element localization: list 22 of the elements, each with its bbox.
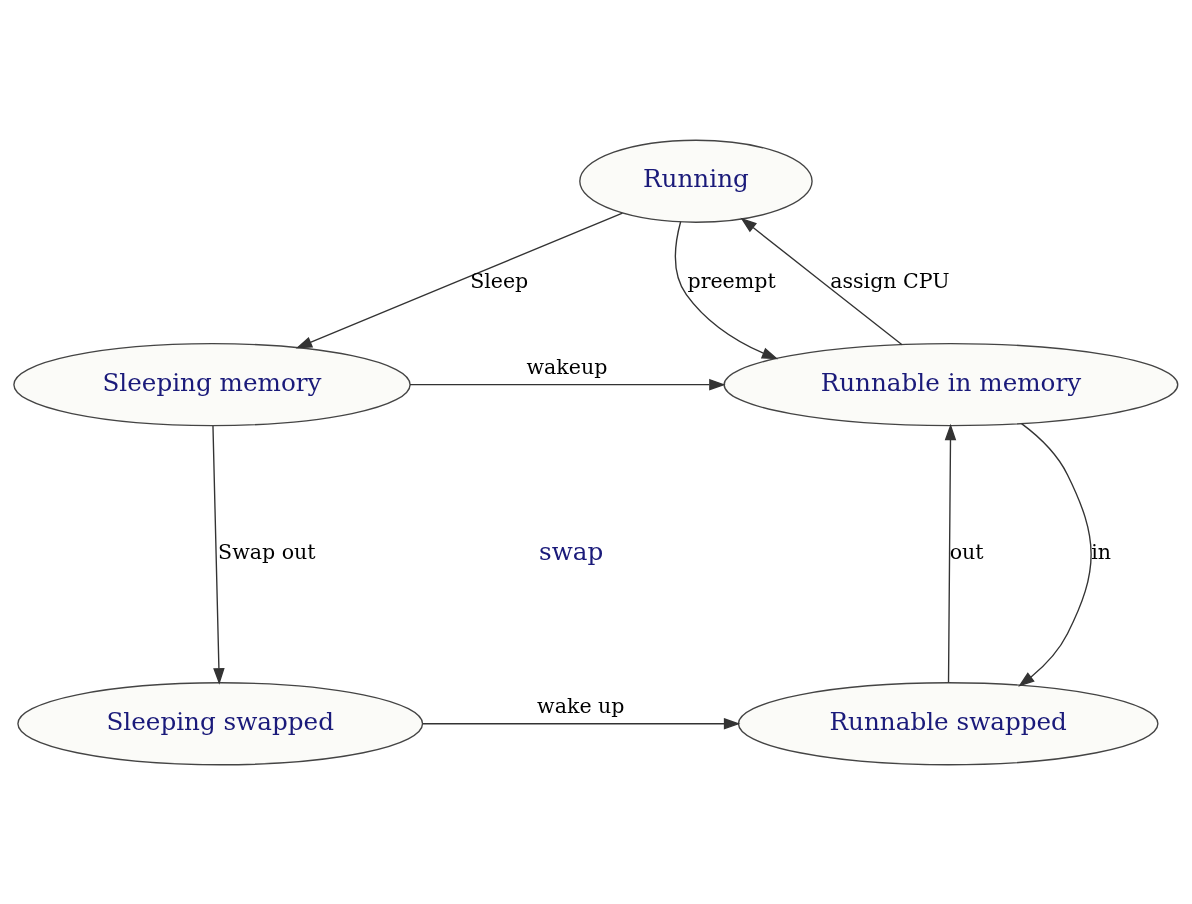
edge-label: out bbox=[949, 539, 984, 564]
edge-label: wake up bbox=[537, 693, 625, 718]
edge-label: preempt bbox=[687, 268, 776, 293]
label: swap bbox=[539, 536, 604, 566]
node-ellipse: Sleeping swapped bbox=[17, 681, 424, 765]
node-ellipse: Runnable in memory bbox=[723, 342, 1179, 426]
arrow bbox=[674, 220, 779, 359]
arrow bbox=[295, 211, 624, 349]
arrow bbox=[944, 423, 957, 683]
edge-label: Sleep bbox=[470, 268, 529, 293]
node-ellipse: Runnable swapped bbox=[737, 681, 1159, 765]
edge-label: Swap out bbox=[218, 539, 316, 564]
node-ellipse: Running bbox=[579, 139, 813, 223]
arrow bbox=[409, 378, 726, 390]
arrow bbox=[1018, 422, 1092, 687]
node-ellipse: Sleeping memory bbox=[13, 342, 411, 426]
arrow bbox=[740, 217, 903, 345]
arrow bbox=[212, 424, 225, 685]
edge-label: assign CPU bbox=[830, 268, 950, 293]
edge-label: wakeup bbox=[526, 354, 608, 379]
edge-label: in bbox=[1091, 539, 1111, 564]
arrow bbox=[422, 717, 741, 730]
